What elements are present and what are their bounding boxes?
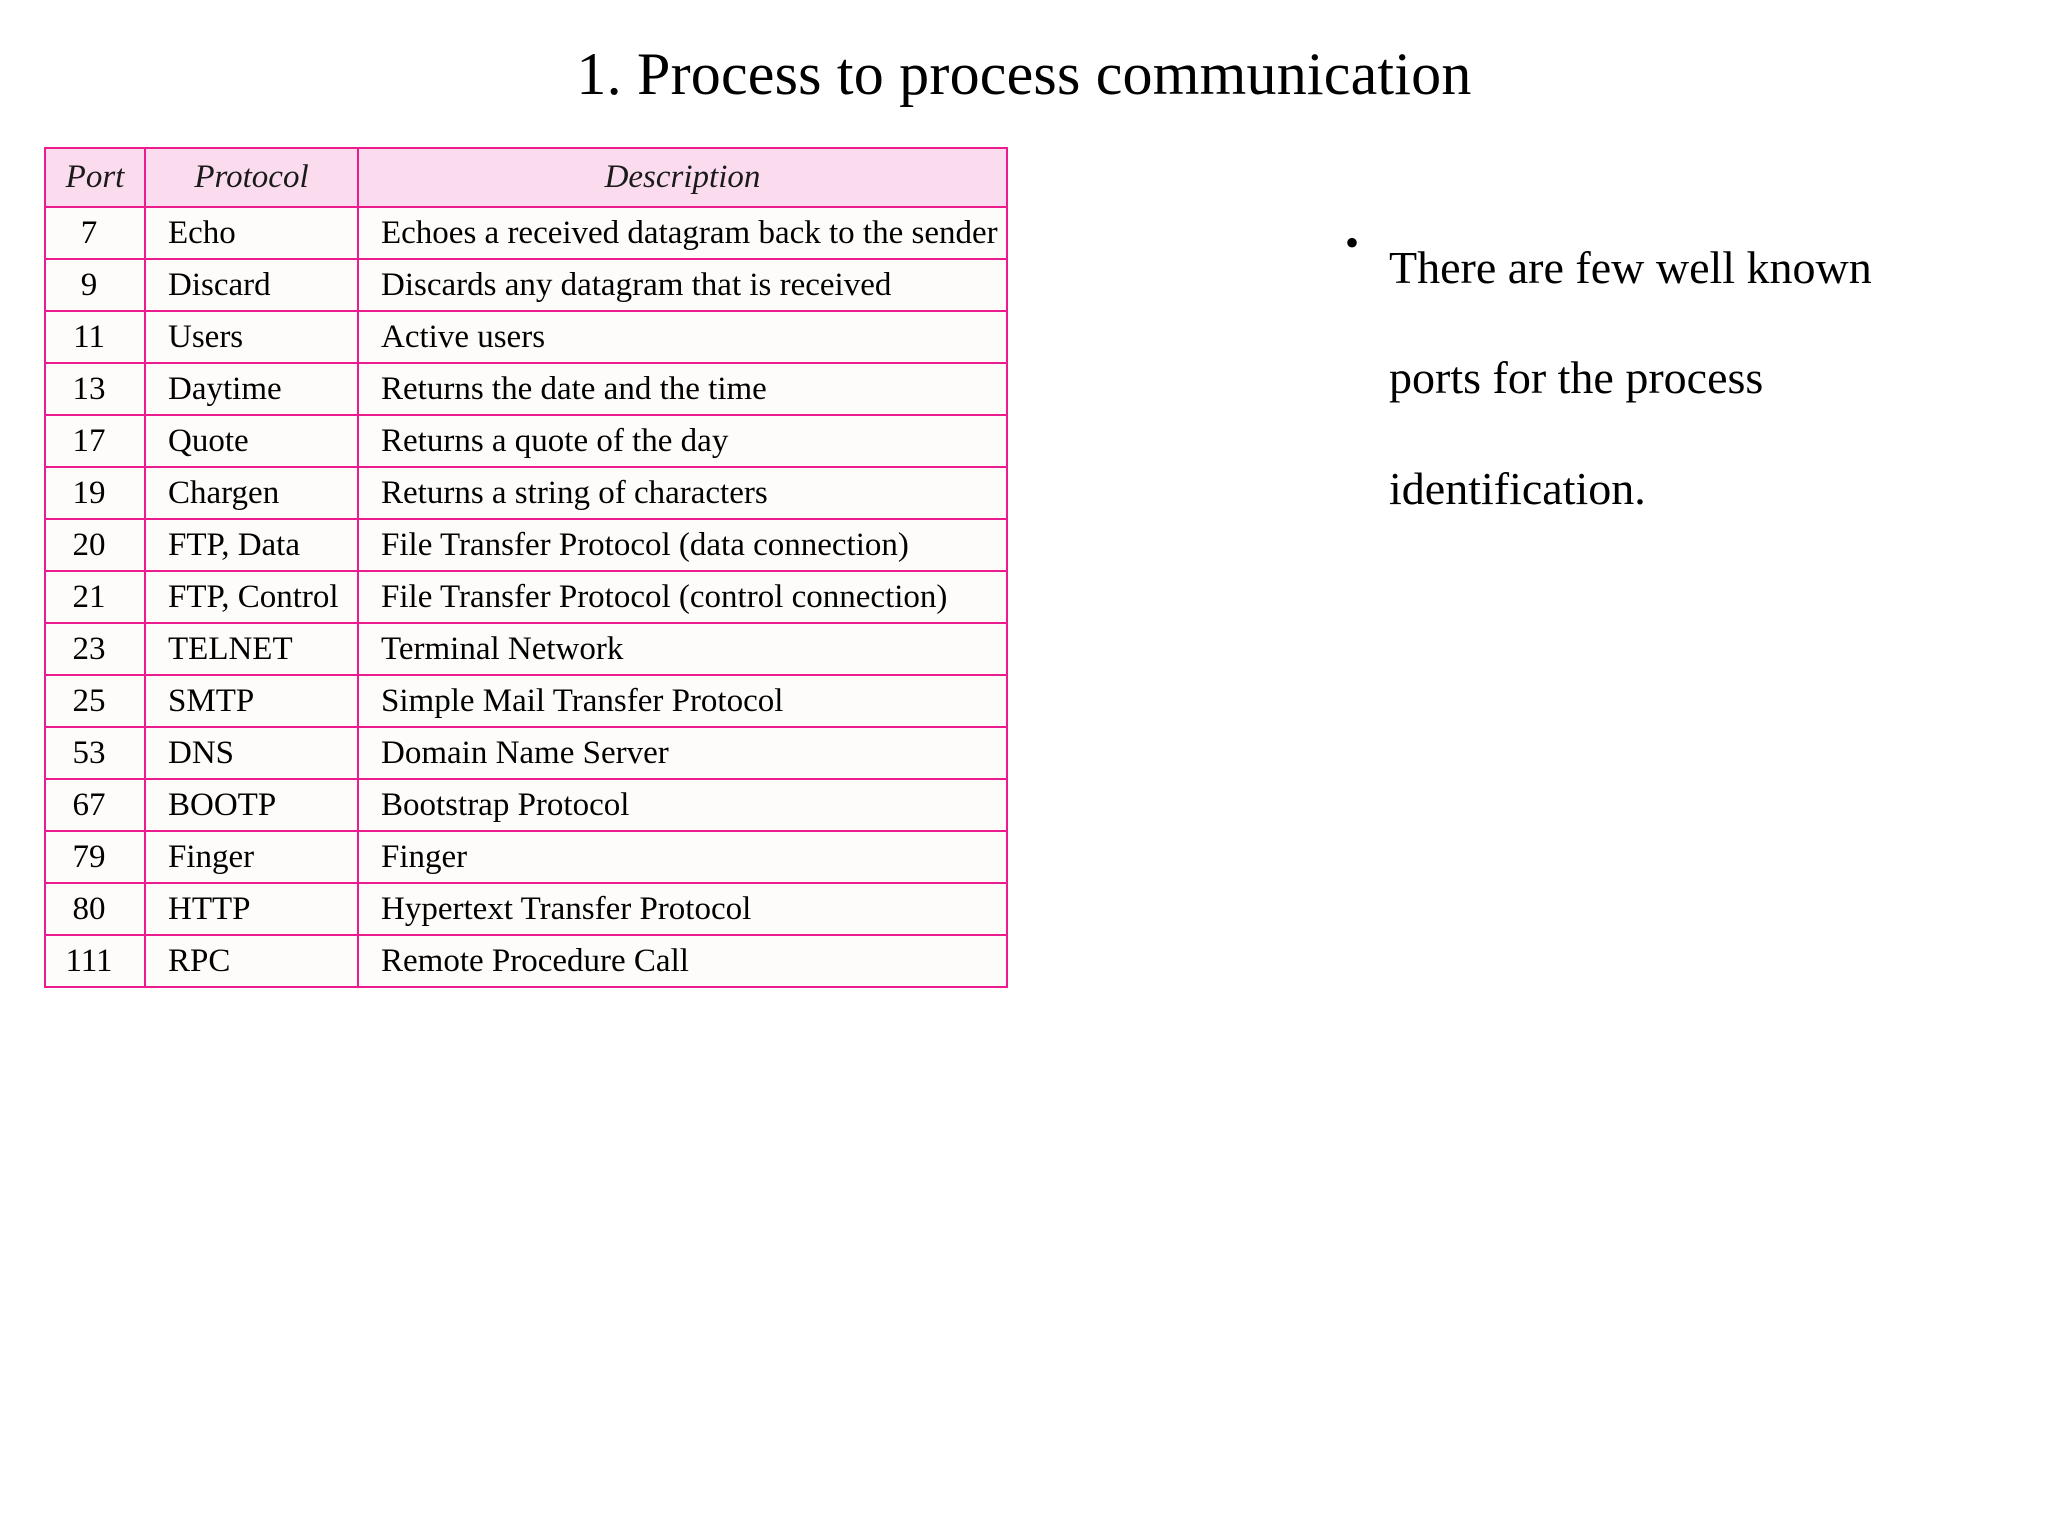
cell-port: 13 [44,362,146,416]
cell-description: Returns the date and the time [357,362,1008,416]
list-item: • There are few well known ports for the… [1345,213,1965,544]
cell-description: Terminal Network [357,622,1008,676]
cell-protocol: TELNET [144,622,359,676]
cell-protocol: HTTP [144,882,359,936]
cell-port: 25 [44,674,146,728]
cell-protocol: DNS [144,726,359,780]
cell-protocol: FTP, Control [144,570,359,624]
bullet-item-text: There are few well known ports for the p… [1389,242,1872,514]
cell-description: Finger [357,830,1008,884]
cell-description: File Transfer Protocol (control connecti… [357,570,1008,624]
cell-port: 111 [44,934,146,988]
column-header-description: Description [357,147,1008,208]
cell-port: 67 [44,778,146,832]
cell-description: Simple Mail Transfer Protocol [357,674,1008,728]
cell-port: 23 [44,622,146,676]
cell-port: 79 [44,830,146,884]
cell-port: 9 [44,258,146,312]
cell-port: 53 [44,726,146,780]
cell-protocol: Chargen [144,466,359,520]
cell-protocol: SMTP [144,674,359,728]
cell-protocol: Users [144,310,359,364]
column-header-port: Port [44,147,146,208]
cell-description: Returns a string of characters [357,466,1008,520]
cell-protocol: RPC [144,934,359,988]
column-header-protocol: Protocol [144,147,359,208]
cell-port: 17 [44,414,146,468]
cell-description: File Transfer Protocol (data connection) [357,518,1008,572]
cell-protocol: Daytime [144,362,359,416]
cell-protocol: Quote [144,414,359,468]
cell-port: 21 [44,570,146,624]
page-title: 1. Process to process communication [576,41,1472,107]
cell-port: 20 [44,518,146,572]
cell-description: Domain Name Server [357,726,1008,780]
cell-protocol: Discard [144,258,359,312]
cell-port: 19 [44,466,146,520]
cell-protocol: BOOTP [144,778,359,832]
cell-description: Remote Procedure Call [357,934,1008,988]
cell-port: 80 [44,882,146,936]
cell-description: Returns a quote of the day [357,414,1008,468]
cell-protocol: FTP, Data [144,518,359,572]
bullet-point-icon: • [1345,220,1360,265]
table-header: Port Protocol Description [44,147,1008,208]
cell-protocol: Echo [144,206,359,260]
table-header-row: Port Protocol Description [44,147,1008,208]
cell-protocol: Finger [144,830,359,884]
cell-description: Active users [357,310,1008,364]
cell-description: Echoes a received datagram back to the s… [357,206,1008,260]
bullet-list: • There are few well known ports for the… [1345,213,1965,544]
cell-port: 7 [44,206,146,260]
cell-port: 11 [44,310,146,364]
cell-description: Bootstrap Protocol [357,778,1008,832]
cell-description: Hypertext Transfer Protocol [357,882,1008,936]
cell-description: Discards any datagram that is received [357,258,1008,312]
